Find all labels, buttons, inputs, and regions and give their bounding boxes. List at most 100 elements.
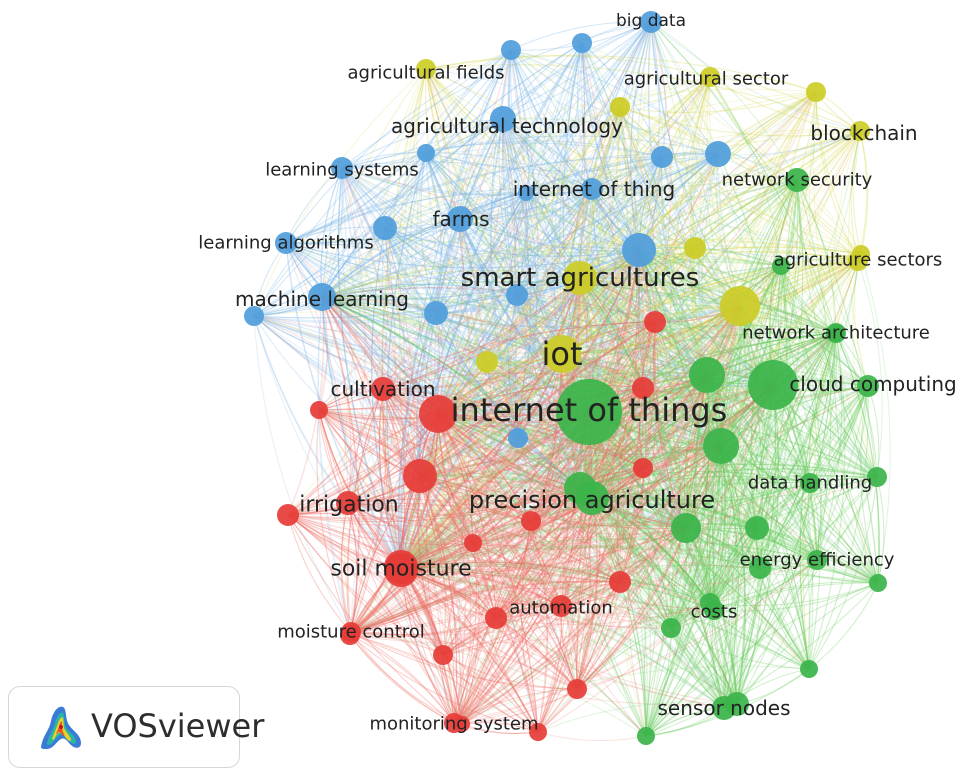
node-precision-agriculture[interactable] xyxy=(575,481,609,515)
label-agricultural-sector[interactable]: agricultural sector xyxy=(624,69,789,90)
node-unlabeled[interactable] xyxy=(340,625,360,645)
node-monitoring-system[interactable] xyxy=(444,713,464,733)
node-unlabeled[interactable] xyxy=(419,395,457,433)
node-cultivation[interactable] xyxy=(371,377,395,401)
node-unlabeled[interactable] xyxy=(632,377,654,399)
node-unlabeled[interactable] xyxy=(529,723,547,741)
node-unlabeled[interactable] xyxy=(705,141,731,167)
node-unlabeled[interactable] xyxy=(464,534,482,552)
node-unlabeled[interactable] xyxy=(745,516,769,540)
node-unlabeled[interactable] xyxy=(572,33,592,53)
node-unlabeled[interactable] xyxy=(518,185,534,201)
node-machine-learning[interactable] xyxy=(308,283,336,311)
node-unlabeled[interactable] xyxy=(244,306,264,326)
node-cloud-computing[interactable] xyxy=(748,360,798,410)
label-learning-algorithms[interactable]: learning algorithms xyxy=(198,233,373,254)
node-unlabeled[interactable] xyxy=(651,146,673,168)
label-cloud-computing[interactable]: cloud computing xyxy=(789,372,956,396)
node-unlabeled[interactable] xyxy=(671,513,701,543)
node-internet-of-things[interactable] xyxy=(556,379,622,445)
label-iot[interactable]: iot xyxy=(541,335,582,373)
node-unlabeled[interactable] xyxy=(633,458,653,478)
node-unlabeled[interactable] xyxy=(277,504,299,526)
node-internet-of-thing[interactable] xyxy=(581,178,603,200)
label-blockchain[interactable]: blockchain xyxy=(810,121,917,145)
node-unlabeled[interactable] xyxy=(567,679,587,699)
node-unlabeled[interactable] xyxy=(384,553,418,587)
link-edge xyxy=(400,569,725,709)
label-cultivation[interactable]: cultivation xyxy=(330,377,435,401)
node-learning-systems[interactable] xyxy=(331,157,353,179)
label-precision-agriculture[interactable]: precision agriculture xyxy=(469,486,715,514)
node-data-handling[interactable] xyxy=(800,473,820,493)
label-soil-moisture[interactable]: soil moisture xyxy=(330,557,471,582)
node-learning-algorithms[interactable] xyxy=(275,232,297,254)
node-blockchain[interactable] xyxy=(850,121,870,141)
node-unlabeled[interactable] xyxy=(869,574,887,592)
node-unlabeled[interactable] xyxy=(800,660,818,678)
label-agricultural-technology[interactable]: agricultural technology xyxy=(391,114,623,138)
label-network-architecture[interactable]: network architecture xyxy=(742,323,930,344)
node-smart-agricultures[interactable] xyxy=(563,261,597,295)
label-agricultural-fields[interactable]: agricultural fields xyxy=(348,63,505,84)
node-unlabeled[interactable] xyxy=(373,216,397,240)
node-agricultural-technology[interactable] xyxy=(490,106,516,132)
node-unlabeled[interactable] xyxy=(689,357,725,393)
label-monitoring-system[interactable]: monitoring system xyxy=(369,714,538,735)
node-farms[interactable] xyxy=(447,206,473,232)
node-big-data[interactable] xyxy=(640,11,662,33)
node-unlabeled[interactable] xyxy=(417,144,435,162)
label-network-security[interactable]: network security xyxy=(722,170,873,191)
node-unlabeled[interactable] xyxy=(609,571,631,593)
node-unlabeled[interactable] xyxy=(403,459,437,493)
label-moisture-control[interactable]: moisture control xyxy=(277,622,425,643)
node-unlabeled[interactable] xyxy=(867,467,887,487)
label-machine-learning[interactable]: machine learning xyxy=(235,287,409,311)
node-unlabeled[interactable] xyxy=(772,257,790,275)
label-farms[interactable]: farms xyxy=(432,207,489,231)
label-energy-efficiency[interactable]: energy efficiency xyxy=(740,550,895,571)
node-unlabeled[interactable] xyxy=(661,618,681,638)
node-unlabeled[interactable] xyxy=(684,237,706,259)
node-unlabeled[interactable] xyxy=(485,607,507,629)
node-unlabeled[interactable] xyxy=(501,40,521,60)
node-unlabeled[interactable] xyxy=(637,727,655,745)
node-energy-efficiency[interactable] xyxy=(807,550,827,570)
node-unlabeled[interactable] xyxy=(700,593,720,613)
node-unlabeled[interactable] xyxy=(476,351,498,373)
label-internet-of-thing[interactable]: internet of thing xyxy=(513,177,676,201)
node-automation[interactable] xyxy=(550,595,572,617)
label-agriculture-sectors[interactable]: agriculture sectors xyxy=(774,250,943,271)
label-big-data[interactable]: big data xyxy=(616,11,686,31)
node-unlabeled[interactable] xyxy=(725,692,749,716)
node-network-security[interactable] xyxy=(785,168,809,192)
node-unlabeled[interactable] xyxy=(644,311,666,333)
node-unlabeled[interactable] xyxy=(622,233,656,267)
node-unlabeled[interactable] xyxy=(310,401,328,419)
node-agricultural-sector[interactable] xyxy=(700,67,720,87)
node-network-architecture[interactable] xyxy=(826,323,846,343)
label-sensor-nodes[interactable]: sensor nodes xyxy=(658,696,791,720)
label-irrigation[interactable]: irrigation xyxy=(299,493,399,518)
label-learning-systems[interactable]: learning systems xyxy=(265,160,419,181)
node-unlabeled[interactable] xyxy=(703,428,739,464)
node-unlabeled[interactable] xyxy=(720,286,760,326)
node-irrigation[interactable] xyxy=(336,491,360,515)
node-agricultural-fields[interactable] xyxy=(416,59,436,79)
label-data-handling[interactable]: data handling xyxy=(748,473,872,494)
node-unlabeled[interactable] xyxy=(521,511,541,531)
node-iot[interactable] xyxy=(543,335,581,373)
label-smart-agricultures[interactable]: smart agricultures xyxy=(461,263,700,293)
label-costs[interactable]: costs xyxy=(691,602,738,623)
label-automation[interactable]: automation xyxy=(509,598,613,619)
node-agriculture-sectors[interactable] xyxy=(848,251,868,271)
node-unlabeled[interactable] xyxy=(857,375,879,397)
node-unlabeled[interactable] xyxy=(433,645,453,665)
node-unlabeled[interactable] xyxy=(749,557,771,579)
node-unlabeled[interactable] xyxy=(806,82,826,102)
node-unlabeled[interactable] xyxy=(506,284,528,306)
node-unlabeled[interactable] xyxy=(424,301,448,325)
node-unlabeled[interactable] xyxy=(610,97,630,117)
node-unlabeled[interactable] xyxy=(508,428,528,448)
label-internet-of-things[interactable]: internet of things xyxy=(451,391,728,429)
